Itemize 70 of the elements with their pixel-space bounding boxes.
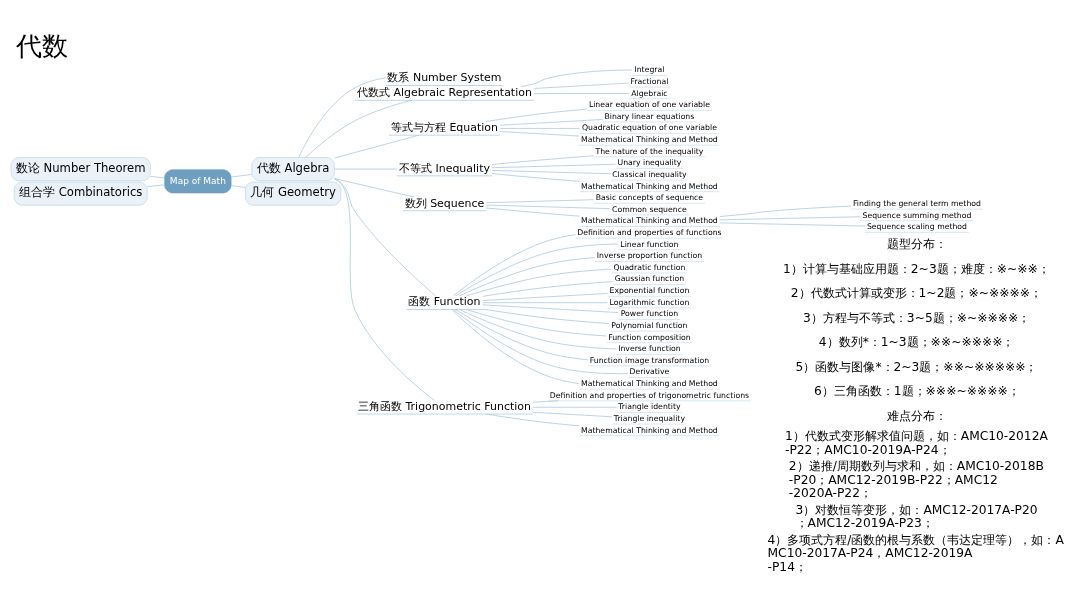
connector bbox=[150, 176, 165, 179]
connector bbox=[146, 184, 165, 187]
connector bbox=[455, 309, 589, 361]
label: 题型分布： bbox=[886, 237, 947, 252]
connector bbox=[482, 308, 610, 324]
connector bbox=[453, 234, 576, 297]
connector bbox=[305, 99, 412, 158]
label: 6）三角函数：1题；※※※~※※※※； bbox=[814, 384, 1020, 399]
node-box: Map of Math bbox=[164, 169, 232, 194]
label: 2）代数式计算或变形：1~2题；※~※※※※； bbox=[790, 286, 1043, 301]
node-text: 等式与方程 Equation bbox=[390, 121, 498, 135]
node-text: 数系 Number System bbox=[387, 71, 502, 85]
connector bbox=[520, 69, 633, 88]
connector bbox=[491, 155, 595, 165]
connector bbox=[465, 309, 607, 337]
connector bbox=[532, 406, 618, 408]
label: 4）多项式方程/函数的根与系数（韦达定理等），如：AMC10-2017A-P24，AMC12-2019A-P14； bbox=[767, 532, 1064, 575]
label: 1）代数式变形解求值问题，如：AMC10-2012A-P22；AMC10-2019A-P24； bbox=[784, 429, 1048, 457]
label: 3）对数恒等变形，如：AMC12-2017A-P20；AMC12-2019A-P23； bbox=[795, 502, 1038, 531]
connector bbox=[459, 257, 596, 297]
node-box: 数论 Number Theorem bbox=[10, 157, 151, 181]
node-text: 函数 Function bbox=[408, 295, 481, 309]
connector bbox=[719, 205, 852, 217]
connector bbox=[532, 400, 559, 403]
connector bbox=[485, 199, 594, 204]
node-box: 代数 Algebra bbox=[251, 157, 335, 181]
node-text: 三角函数 Trigonometric Function bbox=[358, 399, 531, 413]
connector bbox=[298, 77, 386, 158]
connector bbox=[499, 128, 580, 129]
connector bbox=[334, 177, 435, 401]
connector bbox=[491, 163, 617, 169]
connector bbox=[533, 93, 630, 94]
connector bbox=[485, 204, 611, 209]
label: 5）函数与图像*：2~3题；※※~※※※※※； bbox=[795, 359, 1038, 374]
connector bbox=[491, 173, 580, 182]
diagram-title: 代数 bbox=[15, 30, 68, 61]
label: 4）数列*：1~3题；※※~※※※※； bbox=[818, 335, 1015, 350]
label: 3）方程与不等式：3~5题；※~※※※※； bbox=[803, 310, 1031, 325]
connector bbox=[459, 309, 617, 350]
node-text: 数列 Sequence bbox=[404, 196, 485, 210]
label: 1）计算与基础应用题：2~3题；难度：※~※※； bbox=[783, 261, 1050, 276]
connector bbox=[485, 413, 580, 427]
connector bbox=[453, 309, 628, 375]
connector bbox=[455, 243, 619, 297]
connector bbox=[482, 281, 614, 297]
connector bbox=[719, 216, 861, 221]
label: 2）递推/周期数列与求和，如：AMC10-2018B-P20；AMC12-2019B-P22；AMC12-2020A-P22； bbox=[788, 459, 1044, 501]
connector bbox=[719, 222, 866, 227]
connector bbox=[491, 170, 612, 175]
connector bbox=[482, 293, 609, 301]
node-box: 组合学 Combinatorics bbox=[13, 181, 148, 206]
node-box: 几何 Geometry bbox=[245, 181, 342, 206]
connector bbox=[533, 82, 629, 89]
connector bbox=[482, 302, 608, 304]
label: 难点分布： bbox=[886, 408, 947, 423]
connector bbox=[231, 174, 253, 178]
connector bbox=[231, 185, 246, 188]
connector bbox=[334, 134, 420, 159]
connector bbox=[334, 178, 436, 297]
node-text: 代数式 Algebraic Representation bbox=[357, 86, 532, 100]
connector bbox=[485, 207, 580, 217]
connector bbox=[485, 108, 588, 122]
connector bbox=[334, 168, 398, 170]
connector bbox=[499, 131, 580, 137]
connector bbox=[499, 119, 603, 126]
node-text: 不等式 Inequality bbox=[398, 161, 490, 175]
connector bbox=[451, 309, 580, 385]
connector bbox=[532, 411, 613, 418]
connector bbox=[465, 268, 612, 297]
connector bbox=[482, 304, 619, 313]
